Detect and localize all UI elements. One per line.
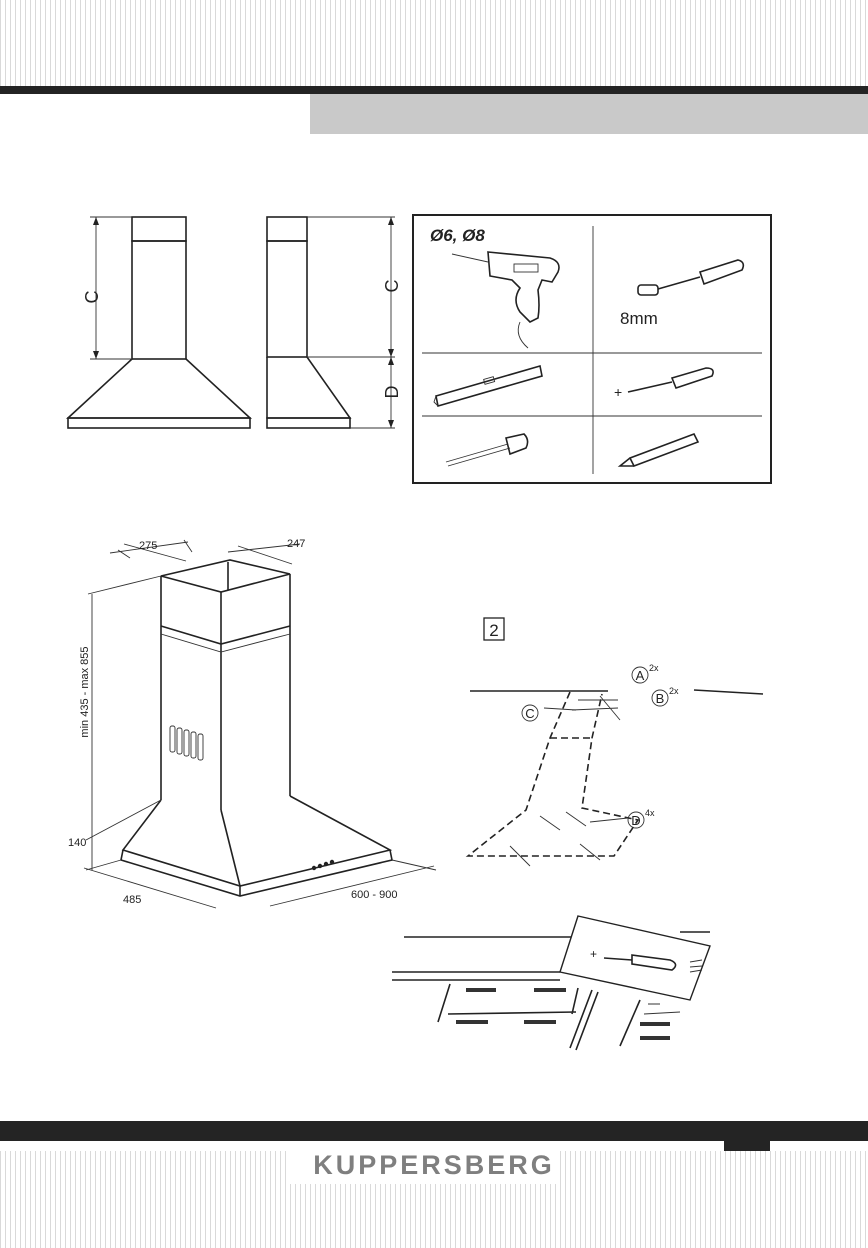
step-number: 2 [489, 621, 498, 640]
part-d-qty: 4x [645, 808, 655, 818]
dimension-247: 247 [287, 538, 305, 550]
dimension-140: 140 [68, 837, 86, 849]
dimension-chimney-height: min 435 - max 855 [79, 646, 91, 737]
step2-assembly-diagram [468, 667, 763, 866]
dimension-485: 485 [123, 894, 141, 906]
part-a-label: A [636, 668, 645, 683]
tools-box [413, 215, 771, 483]
hood-front-view [68, 217, 250, 428]
part-b-label: B [656, 691, 665, 706]
dimension-c-left: C [82, 291, 102, 304]
drill-bits-label: Ø6, Ø8 [430, 226, 485, 245]
part-c-label: C [525, 706, 534, 721]
socket-size-label: 8mm [620, 309, 658, 328]
hood-isometric-view [84, 540, 436, 908]
part-d-label: D [631, 813, 640, 828]
footer-bar [0, 1121, 868, 1141]
dimension-275: 275 [139, 540, 157, 552]
part-b-qty: 2x [669, 686, 679, 696]
vent-slots-icon [170, 726, 203, 760]
cabinet-fixing-diagram: + [392, 916, 710, 1050]
dimension-d: D [382, 386, 402, 399]
dimension-600-900: 600 - 900 [351, 889, 397, 901]
part-a-qty: 2x [649, 663, 659, 673]
svg-text:+: + [590, 947, 597, 961]
brand-logo: KUPPERSBERG [0, 1150, 868, 1181]
svg-text:+: + [614, 384, 622, 400]
dimension-c-right: C [382, 280, 402, 293]
hood-side-view [267, 217, 395, 428]
